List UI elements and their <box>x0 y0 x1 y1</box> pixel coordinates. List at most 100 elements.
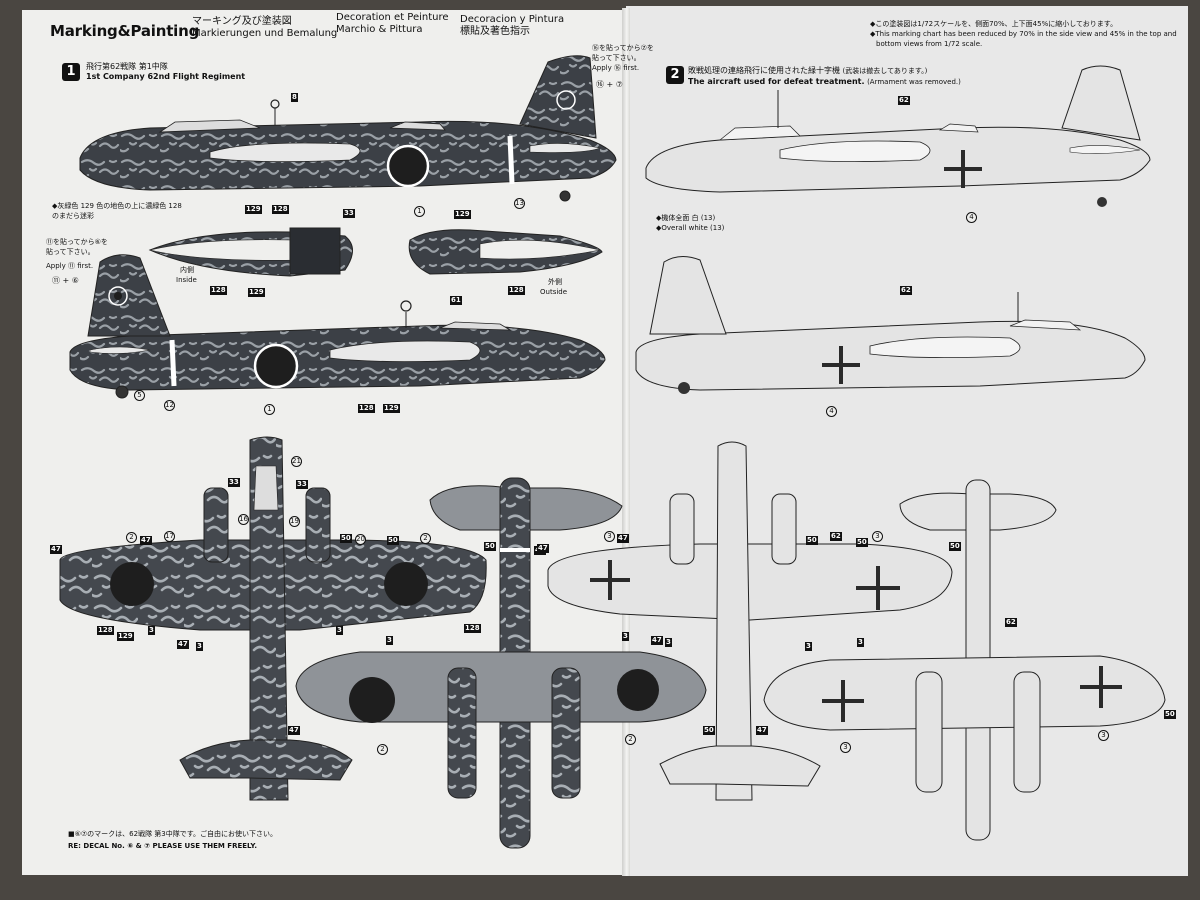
scheme-2-badge: 2 <box>666 66 684 84</box>
decal-callout: 3 <box>805 642 812 651</box>
apply-first-top-jp1: ⑯を貼ってから⑦を <box>592 44 654 52</box>
decal-callout: 3 <box>336 626 343 635</box>
scale-note-en1: ◆This marking chart has been reduced by … <box>870 30 1177 38</box>
side-view-top-camo <box>79 55 617 202</box>
nacelle-outside <box>408 229 603 275</box>
scheme-1-en: 1st Company 62nd Flight Regiment <box>86 72 246 81</box>
header-col3-line1: Decoracion y Pintura <box>460 14 565 25</box>
paint-note-2: のまだら迷彩 <box>52 212 94 220</box>
decal-callout: 47 <box>537 544 549 553</box>
decal-callout: 17 <box>164 531 175 542</box>
header-col1-line2: Markierungen und Bemalung <box>192 28 338 39</box>
decal-callout: 21 <box>291 456 302 467</box>
decal-callout: 4 <box>826 406 837 417</box>
overall-white-jp: ◆機体全面 白 (13) <box>656 214 716 222</box>
decal-callout: 128 <box>97 626 114 635</box>
decal-callout: 4 <box>966 212 977 223</box>
decal-callout: 50 <box>806 536 818 545</box>
side-view-top-white <box>645 65 1151 207</box>
decal-callout: 1 <box>414 206 425 217</box>
nacelle-inside <box>148 227 353 277</box>
scale-note-jp: ◆この塗装図は1/72スケールを、側面70%、上下面45%に縮小しております。 <box>870 20 1118 28</box>
inside-label-en: Inside <box>176 276 197 284</box>
decal-callout: 33 <box>228 478 240 487</box>
decal-callout: 3 <box>1098 730 1109 741</box>
scheme-2-jp-note: (武装は撤去してあります。) <box>842 67 928 75</box>
apply-first-mid-combo: ⑪ + ⑥ <box>52 276 79 285</box>
decal-callout: 2 <box>126 532 137 543</box>
decal-callout: 61 <box>450 296 462 305</box>
decal-callout: 129 <box>383 404 400 413</box>
decal-callout: 3 <box>665 638 672 647</box>
decal-callout: 50 <box>703 726 715 735</box>
scale-note-en2: bottom views from 1/72 scale. <box>876 40 983 48</box>
decal-callout: 62 <box>830 532 842 541</box>
decal-callout: 19 <box>289 516 300 527</box>
decal-callout: 3 <box>196 642 203 651</box>
decal-callout: 50 <box>949 542 961 551</box>
top-view-camo <box>59 436 487 801</box>
decal-callout: 50 <box>484 542 496 551</box>
header-col2-line2: Marchio & Pittura <box>336 24 423 35</box>
decal-callout: 50 <box>340 534 352 543</box>
footer-en: RE: DECAL No. ⑥ & ⑦ PLEASE USE THEM FREE… <box>68 842 257 850</box>
decal-callout: 47 <box>651 636 663 645</box>
decal-callout: 50 <box>387 536 399 545</box>
scheme-2-en-main: The aircraft used for defeat treatment. <box>688 77 865 86</box>
decal-callout: 47 <box>50 545 62 554</box>
outside-label-en: Outside <box>540 288 568 296</box>
header-col2-line1: Decoration et Peinture <box>336 12 449 23</box>
decal-callout: 47 <box>288 726 300 735</box>
decal-callout: 128 <box>508 286 525 295</box>
decal-callout: 129 <box>117 632 134 641</box>
bottom-view-white <box>763 479 1166 841</box>
decal-callout: 13 <box>514 198 525 209</box>
decal-callout: 5 <box>134 390 145 401</box>
decal-callout: 20 <box>355 534 366 545</box>
decal-callout: 2 <box>625 734 636 745</box>
apply-first-top-combo: ⑯ + ⑦ <box>596 80 623 89</box>
scheme-2-jp: 敗戦処理の連絡飛行に使用された緑十字機 (武装は撤去してあります。) <box>688 66 927 76</box>
apply-first-top-jp2: 貼って下さい。 <box>592 54 641 62</box>
apply-first-mid-jp2: 貼って下さい。 <box>46 248 95 256</box>
apply-first-mid-jp1: ⑪を貼ってから⑥を <box>46 238 108 246</box>
page-crease <box>622 8 630 876</box>
overall-white-en: ◆Overall white (13) <box>656 224 725 232</box>
scheme-2-jp-main: 敗戦処理の連絡飛行に使用された緑十字機 <box>688 66 840 75</box>
side-view-middle-camo <box>69 254 606 399</box>
decal-callout: 47 <box>617 534 629 543</box>
decal-callout: 33 <box>343 209 355 218</box>
decal-callout: 128 <box>358 404 375 413</box>
bottom-view-camo <box>295 477 707 849</box>
decal-callout: 129 <box>454 210 471 219</box>
decal-callout: 50 <box>856 538 868 547</box>
decal-callout: 62 <box>900 286 912 295</box>
decal-callout: 3 <box>840 742 851 753</box>
decal-callout: 1 <box>264 404 275 415</box>
decal-callout: 3 <box>604 531 615 542</box>
decal-callout: 3 <box>857 638 864 647</box>
apply-first-mid-en: Apply ⑪ first. <box>46 262 94 270</box>
brand-title: Marking&Painting <box>50 22 200 40</box>
scheme-2-en: The aircraft used for defeat treatment. … <box>688 77 961 87</box>
decal-callout: 16 <box>238 514 249 525</box>
apply-first-top-en: Apply ⑯ first. <box>592 64 640 72</box>
decal-callout: 50 <box>1164 710 1176 719</box>
paint-note-1: ◆灰緑色 129 色の地色の上に濃緑色 128 <box>52 202 182 210</box>
side-view-middle-white <box>635 256 1146 394</box>
scheme-1-badge: 1 <box>62 63 80 81</box>
decal-callout: 129 <box>245 205 262 214</box>
decal-callout: 2 <box>377 744 388 755</box>
header-col3-line2: 標貼及著色指示 <box>460 26 530 37</box>
scheme-2-en-note: (Armament was removed.) <box>867 78 961 86</box>
decal-callout: 3 <box>386 636 393 645</box>
outside-label-jp: 外側 <box>548 278 562 286</box>
decal-callout: 129 <box>248 288 265 297</box>
decal-callout: 62 <box>898 96 910 105</box>
top-view-white <box>547 441 953 801</box>
decal-callout: 47 <box>177 640 189 649</box>
decal-callout: 47 <box>756 726 768 735</box>
decal-callout: 128 <box>210 286 227 295</box>
